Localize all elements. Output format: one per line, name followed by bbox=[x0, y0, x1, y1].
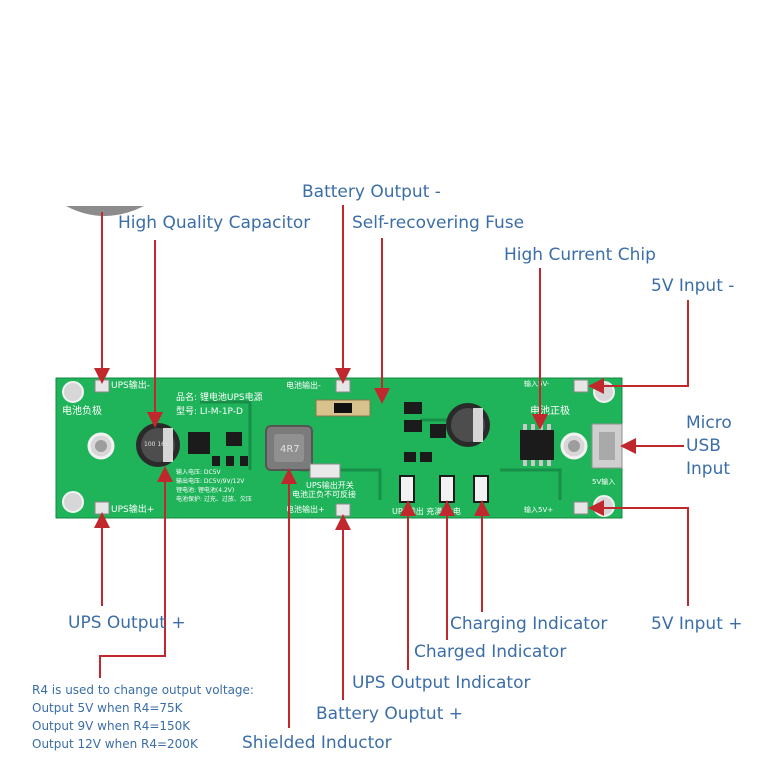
silk-battery-positive: 电池正极 bbox=[530, 404, 570, 417]
solder-pad-ups-out-minus bbox=[94, 379, 110, 393]
capacitor-top-preview bbox=[66, 206, 144, 216]
smd-chip bbox=[404, 402, 422, 414]
mounting-hole bbox=[62, 491, 84, 513]
smd-resistor bbox=[404, 452, 416, 462]
r4-note-line1: R4 is used to change output voltage: bbox=[32, 683, 254, 697]
silk-usb-5v-in: 5V输入 bbox=[592, 477, 615, 486]
mounting-hole bbox=[593, 495, 615, 517]
charged-led bbox=[439, 475, 455, 503]
small-ic bbox=[226, 432, 242, 446]
label-high-current-chip: High Current Chip bbox=[504, 245, 656, 265]
silk-indicator-labels: UPS输出 充满 充电 bbox=[392, 506, 461, 516]
label-micro-usb-line2: USB bbox=[686, 436, 721, 456]
solder-pad-input-plus bbox=[573, 501, 589, 515]
label-charged-indicator: Charged Indicator bbox=[414, 642, 567, 662]
solder-pad-battery-out-minus bbox=[335, 379, 351, 393]
label-battery-output-minus: Battery Output - bbox=[302, 182, 441, 202]
mounting-hole bbox=[560, 432, 588, 460]
silk-input-5v-minus: 输入5V- bbox=[524, 379, 550, 388]
arrow-5v-input-minus bbox=[588, 300, 689, 394]
smd-chip bbox=[430, 424, 446, 438]
silk-ups-switch: UPS输出开关 bbox=[306, 480, 354, 490]
silk-spec-line: 电池保护: 过充、过放、欠压 bbox=[176, 495, 252, 503]
smd-resistor bbox=[420, 452, 432, 462]
label-ups-output-plus: UPS Output + bbox=[68, 613, 186, 633]
silk-battery-negative: 电池负极 bbox=[62, 404, 102, 417]
solder-pad-input-minus bbox=[573, 379, 589, 393]
pcb-board: UPS输出- UPS输出+ 电池负极 电池正极 电池输出- 电池输出+ 品名: … bbox=[55, 377, 623, 519]
micro-usb-port bbox=[591, 423, 623, 469]
silk-battery-warning: 电池正负不可反接 bbox=[292, 489, 356, 499]
label-battery-output-plus: Battery Ouptut + bbox=[316, 704, 464, 724]
mounting-hole bbox=[87, 432, 115, 460]
callout-arrows bbox=[94, 205, 689, 728]
silk-spec-line: 锂电池: 锂电池(4.2V) bbox=[176, 486, 234, 494]
mounting-hole bbox=[62, 381, 84, 403]
label-micro-usb-line1: Micro bbox=[686, 413, 732, 433]
label-micro-usb-line3: Input bbox=[686, 459, 731, 479]
self-recovering-fuse bbox=[315, 399, 371, 417]
r4-note-line2: Output 5V when R4=75K bbox=[32, 701, 183, 715]
silk-ups-out-top: UPS输出- bbox=[111, 379, 150, 391]
inductor-marking: 4R7 bbox=[280, 444, 300, 455]
r4-note-line3: Output 9V when R4=150K bbox=[32, 719, 191, 733]
silk-ups-out-bottom: UPS输出+ bbox=[111, 503, 154, 515]
silk-spec-line: 输入电压: DC5V bbox=[176, 468, 222, 476]
smd-resistor bbox=[240, 456, 248, 466]
silk-spec-line: 输出电压: DC5V/9V/12V bbox=[176, 477, 245, 485]
smd-resistor bbox=[212, 456, 220, 466]
label-high-quality-capacitor: High Quality Capacitor bbox=[118, 213, 311, 233]
silk-input-5v-plus: 输入5V+ bbox=[524, 505, 553, 514]
solder-pad-battery-out-plus bbox=[335, 503, 351, 517]
electrolytic-capacitor-left bbox=[136, 423, 180, 467]
smd-chip bbox=[404, 420, 422, 432]
label-5v-input-minus: 5V Input - bbox=[651, 276, 735, 296]
smd-resistor bbox=[226, 456, 234, 466]
mosfet-chip bbox=[188, 432, 210, 454]
label-self-recovering-fuse: Self-recovering Fuse bbox=[352, 213, 525, 233]
capacitor-marking: 100 16V bbox=[144, 441, 170, 448]
silk-model: 型号: LI-M-1P-D bbox=[176, 406, 243, 417]
label-ups-output-indicator: UPS Output Indicator bbox=[352, 673, 531, 693]
silk-product-name: 品名: 锂电池UPS电源 bbox=[176, 391, 263, 403]
arrow-r4-note bbox=[99, 466, 173, 678]
label-shielded-inductor: Shielded Inductor bbox=[242, 733, 392, 753]
solder-pad-ups-out-plus bbox=[94, 501, 110, 515]
label-charging-indicator: Charging Indicator bbox=[450, 614, 608, 634]
arrow-5v-input-plus bbox=[588, 500, 689, 606]
r4-note-line4: Output 12V when R4=200K bbox=[32, 737, 198, 751]
charging-led bbox=[473, 475, 489, 503]
electrolytic-capacitor-right bbox=[446, 403, 490, 447]
silk-battery-out-top: 电池输出- bbox=[286, 380, 321, 390]
high-current-chip bbox=[520, 430, 554, 460]
ups-output-switch bbox=[309, 463, 341, 479]
label-5v-input-plus: 5V Input + bbox=[651, 614, 743, 634]
silk-battery-out-bottom: 电池输出+ bbox=[286, 504, 325, 514]
ups-output-led bbox=[399, 475, 415, 503]
